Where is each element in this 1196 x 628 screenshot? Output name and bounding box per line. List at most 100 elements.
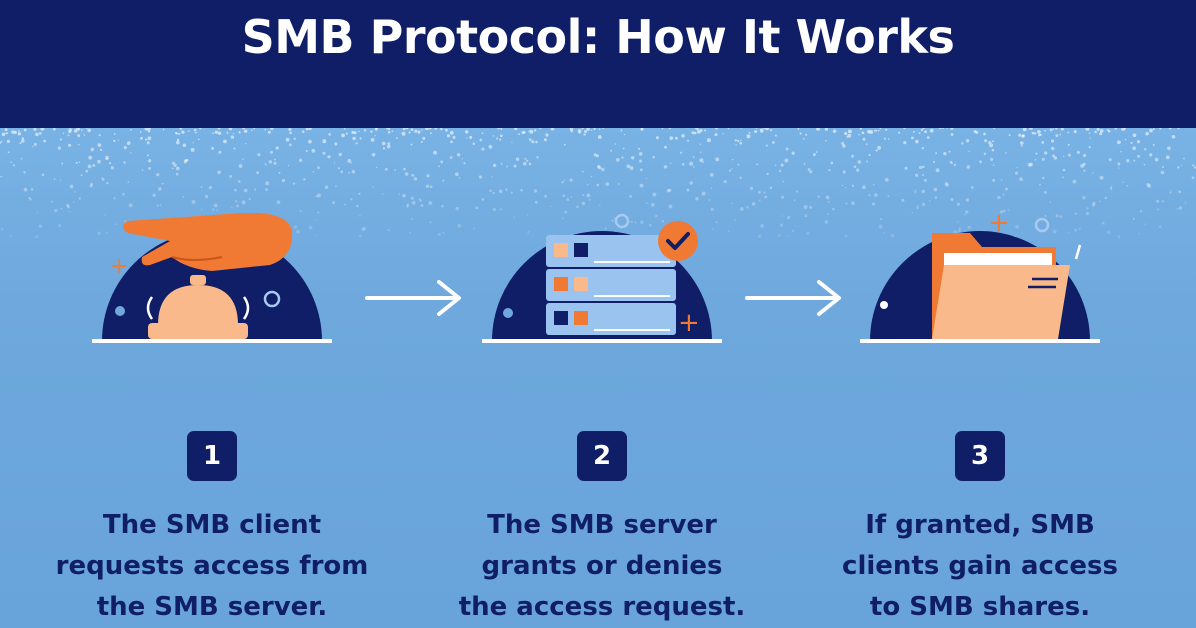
speckle-dot	[105, 155, 109, 160]
speckle-dot	[1132, 133, 1137, 138]
speckle-dot	[617, 183, 620, 185]
speckle-dot	[162, 128, 165, 131]
speckle-dot	[449, 130, 454, 135]
speckle-dot	[1000, 179, 1003, 181]
speckle-dot	[727, 128, 730, 130]
speckle-dot	[50, 200, 53, 203]
speckle-dot	[922, 128, 925, 130]
speckle-dot	[123, 146, 127, 150]
speckle-dot	[186, 158, 189, 162]
speckle-dot	[918, 165, 923, 170]
speckle-dot	[765, 128, 769, 131]
speckle-dot	[1067, 131, 1070, 134]
speckle-dot	[387, 228, 390, 232]
speckle-dot	[1067, 143, 1070, 146]
speckle-dot	[1049, 128, 1053, 132]
speckle-dot	[194, 131, 197, 134]
speckle-dot	[500, 128, 503, 130]
speckle-dot	[916, 206, 919, 210]
speckle-dot	[440, 128, 443, 131]
speckle-dot	[630, 156, 635, 160]
speckle-dot	[1019, 177, 1023, 182]
speckle-dot	[68, 143, 72, 147]
speckle-dot	[532, 234, 534, 237]
speckle-dot	[442, 231, 445, 235]
speckle-dot	[1178, 190, 1182, 194]
speckle-dot	[351, 169, 356, 174]
speckle-dot	[943, 151, 947, 156]
speckle-dot	[737, 163, 740, 166]
speckle-dot	[156, 173, 160, 177]
speckle-dot	[715, 157, 720, 162]
speckle-dot	[695, 197, 699, 201]
speckle-dot	[746, 206, 749, 209]
speckle-dot	[268, 160, 273, 164]
speckle-dot	[440, 160, 444, 164]
speckle-dot	[110, 166, 114, 170]
speckle-dot	[550, 128, 555, 131]
speckle-dot	[723, 180, 727, 184]
step-description-line: the access request.	[458, 592, 746, 622]
speckle-dot	[308, 139, 312, 144]
speckle-dot	[734, 219, 737, 221]
speckle-dot	[9, 234, 12, 237]
speckle-dot	[374, 135, 376, 137]
speckle-dot	[402, 128, 406, 131]
speckle-dot	[264, 163, 267, 166]
speckle-dot	[425, 184, 430, 188]
speckle-dot	[411, 201, 416, 205]
speckle-dot	[105, 158, 108, 160]
speckle-dot	[20, 157, 23, 160]
speckle-dot	[757, 163, 759, 165]
speckle-dot	[623, 133, 626, 136]
speckle-dot	[935, 152, 938, 155]
speckle-dot	[1085, 128, 1090, 131]
speckle-dot	[429, 132, 432, 135]
speckle-dot	[692, 156, 695, 158]
speckle-dot	[33, 128, 37, 131]
speckle-dot	[176, 140, 180, 145]
right-arrow-icon	[745, 280, 841, 316]
speckle-dot	[953, 163, 957, 167]
speckle-dot	[1106, 230, 1111, 235]
speckle-dot	[639, 183, 644, 188]
speckle-dot	[611, 219, 614, 222]
speckle-dot	[807, 168, 811, 171]
speckle-dot	[1132, 146, 1136, 151]
speckle-dot	[1038, 133, 1041, 137]
page-title: SMB Protocol: How It Works	[241, 10, 955, 64]
speckle-dot	[87, 128, 91, 133]
speckle-dot	[481, 198, 485, 201]
speckle-dot	[918, 132, 921, 134]
speckle-dot	[317, 166, 320, 169]
speckle-dot	[1177, 166, 1180, 169]
speckle-dot	[722, 133, 724, 135]
speckle-dot	[735, 144, 737, 146]
speckle-dot	[113, 139, 116, 143]
speckle-dot	[0, 175, 3, 178]
speckle-dot	[98, 134, 101, 137]
speckle-dot	[777, 233, 781, 237]
speckle-dot	[593, 153, 597, 157]
speckle-dot	[410, 196, 414, 200]
speckle-dot	[428, 201, 433, 205]
speckle-dot	[758, 191, 761, 194]
speckle-dot	[406, 203, 410, 206]
speckle-dot	[973, 130, 977, 133]
speckle-dot	[386, 144, 391, 149]
speckle-dot	[102, 178, 105, 181]
speckle-dot	[97, 143, 102, 147]
speckle-dot	[664, 145, 667, 149]
speckle-dot	[596, 183, 600, 187]
speckle-dot	[146, 141, 150, 145]
step-description: The SMB server grants or denies the acce…	[442, 505, 762, 628]
speckle-dot	[887, 195, 890, 198]
speckle-dot	[513, 164, 517, 168]
speckle-dot	[970, 186, 974, 189]
speckle-dot	[1177, 128, 1180, 130]
speckle-dot	[570, 196, 572, 198]
speckle-dot	[511, 141, 513, 143]
speckle-dot	[586, 128, 590, 131]
speckle-dot	[429, 185, 433, 189]
speckle-dot	[914, 191, 917, 193]
